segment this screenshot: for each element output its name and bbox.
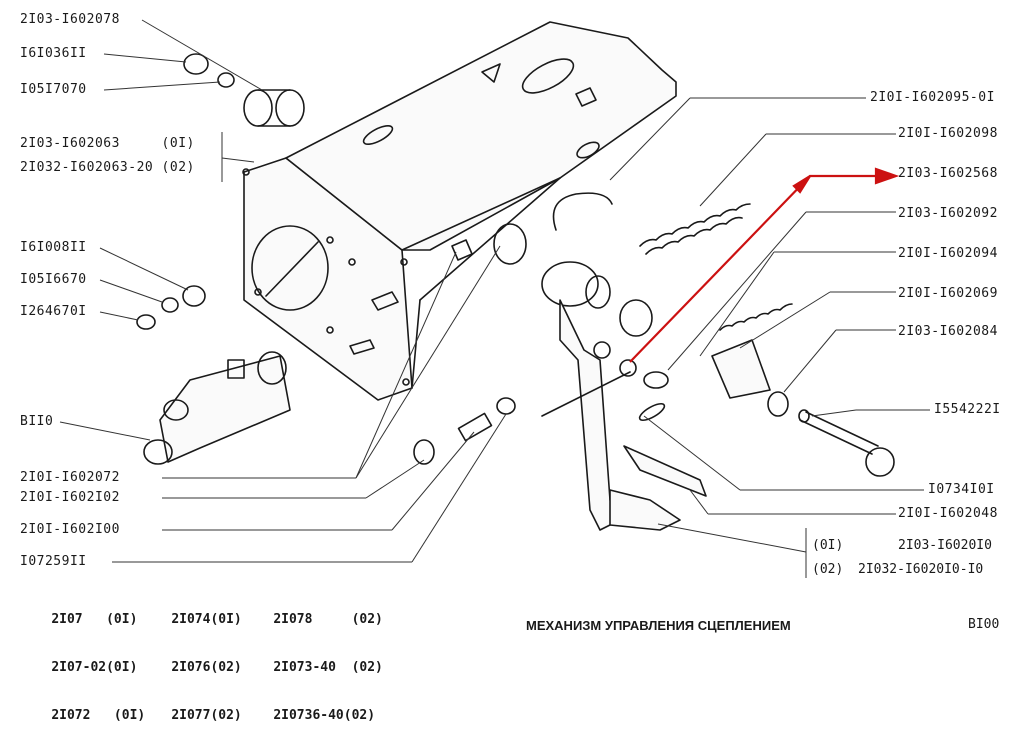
label-left-6: I6I008II [20,240,87,255]
model-cell: 2I078 (02) [273,612,383,627]
label-left-8: I264670I [20,304,87,319]
label-left-1: 2I03-I602078 [20,12,120,27]
model-cell: 2I07 (0I) [51,612,138,627]
model-row: 2I07-02(0I) 2I076(02) 2I073-40 (02) [20,644,403,692]
model-applicability-table: 2I07 (0I) 2I074(0I) 2I078 (02) 2I07-02(0I)… [20,596,403,740]
model-cell: 2I077(02) [171,708,242,723]
label-right-3: 2I03-I602568 [898,166,998,181]
label-left-11: 2I0I-I602I02 [20,490,120,505]
page-code: BI00 [968,617,1000,632]
label-left-7: I05I6670 [20,272,87,287]
clutch-assembly-drawing [59,19,930,578]
label-left-4: 2I03-I602063 (0I) [20,136,195,151]
label-left-12: 2I0I-I602I00 [20,522,120,537]
model-cell: 2I07-02(0I) [51,660,138,675]
label-right-1: 2I0I-I602095-0I [870,90,995,105]
variant-code-1: (0I) [812,538,844,553]
model-cell: 2I076(02) [171,660,242,675]
label-right-10: 2I0I-I602048 [898,506,998,521]
model-row: 2I07 (0I) 2I074(0I) 2I078 (02) [20,596,403,644]
label-left-9: BII0 [20,414,54,429]
label-left-13: I07259II [20,554,87,569]
label-left-5: 2I032-I602063-20 (02) [20,160,195,175]
label-right-8: I554222I [934,402,1001,417]
return-springs [552,192,793,331]
master-cylinder [143,351,291,465]
pivot-pin [711,339,895,477]
variant-part-2: 2I032-I6020I0-I0 [858,562,984,577]
label-right-5: 2I0I-I602094 [898,246,998,261]
left-fasteners [136,285,206,330]
variant-part-1: 2I03-I6020I0 [898,538,992,553]
bushing-top [183,53,305,127]
pedal-bracket [242,21,677,401]
label-left-2: I6I036II [20,46,87,61]
diagram-title: МЕХАНИЗМ УПРАВЛЕНИЯ СЦЕПЛЕНИЕМ [526,618,791,633]
label-left-3: I05I7070 [20,82,87,97]
label-right-7: 2I03-I602084 [898,324,998,339]
label-left-10: 2I0I-I602072 [20,470,120,485]
model-cell: 2I0736-40(02) [273,708,376,723]
label-right-4: 2I03-I602092 [898,206,998,221]
model-cell: 2I072 (0I) [51,708,146,723]
model-cell: 2I073-40 (02) [273,660,383,675]
label-right-9: I0734I0I [928,482,995,497]
model-cell: 2I074(0I) [171,612,242,627]
highlight-arrow [629,167,900,363]
variant-code-2: (02) [812,562,844,577]
label-right-2: 2I0I-I602098 [898,126,998,141]
label-right-6: 2I0I-I602069 [898,286,998,301]
pedal-parts [413,223,707,531]
model-row: 2I072 (0I) 2I077(02) 2I0736-40(02) [20,692,403,740]
